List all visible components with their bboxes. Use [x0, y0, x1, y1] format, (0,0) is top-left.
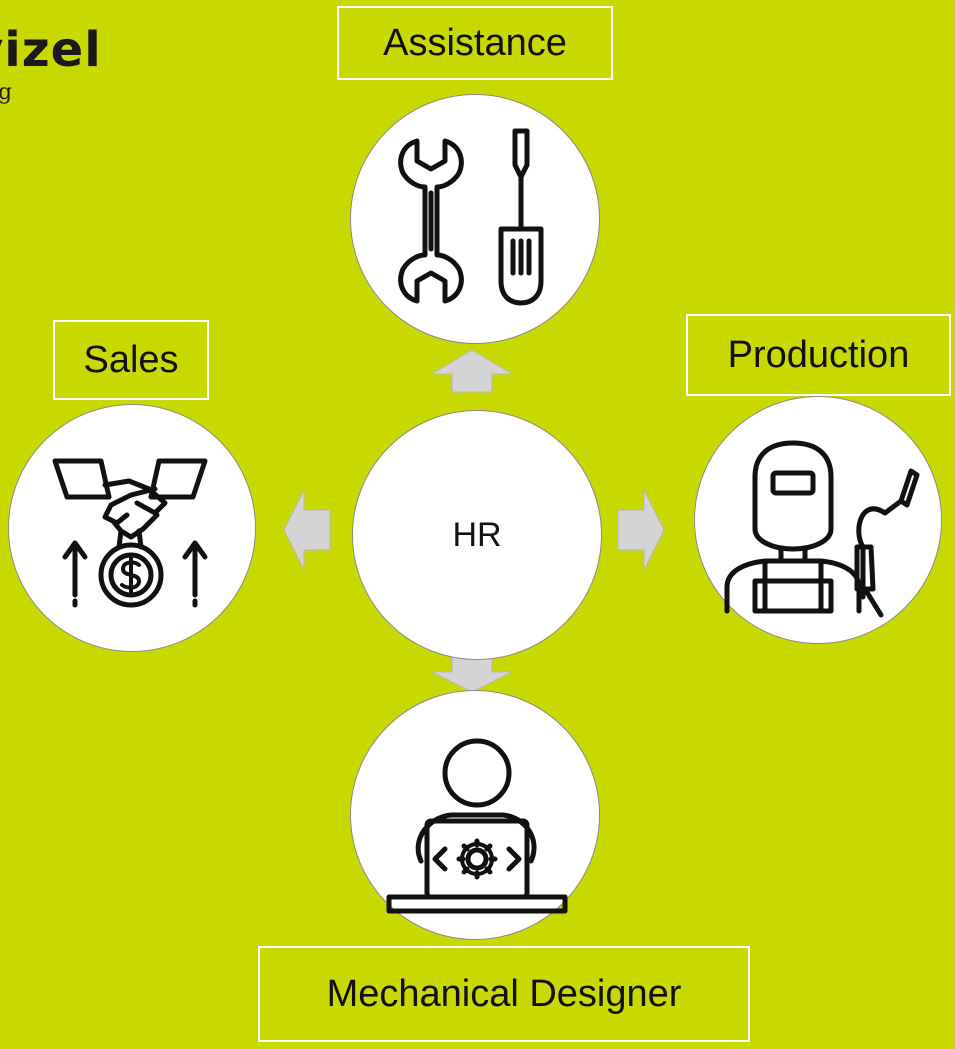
mechanical-designer-label: Mechanical Designer — [258, 946, 750, 1042]
hr-label: HR — [452, 515, 502, 554]
sales-node — [8, 404, 256, 652]
logo-wordmark: vizel — [0, 22, 102, 78]
assistance-node — [350, 94, 600, 344]
mechanical-designer-node — [350, 690, 600, 940]
sales-label-text: Sales — [83, 338, 179, 381]
welder-icon — [724, 440, 920, 618]
tools-icon — [398, 128, 544, 306]
arrow-down-icon — [431, 655, 513, 693]
logo-tagline: g — [0, 80, 13, 105]
arrow-up-icon — [430, 349, 514, 393]
arrow-left-icon — [283, 489, 331, 571]
production-label: Production — [686, 314, 951, 396]
company-logo: vizel g — [0, 22, 150, 122]
production-node — [694, 396, 942, 644]
hr-center-node: HR — [352, 410, 602, 660]
mechanical-designer-label-text: Mechanical Designer — [326, 972, 682, 1015]
production-label-text: Production — [727, 333, 910, 376]
arrow-right-icon — [617, 489, 665, 571]
sales-label: Sales — [53, 320, 209, 400]
handshake-money-icon — [52, 458, 208, 608]
designer-laptop-icon — [386, 738, 568, 914]
assistance-label: Assistance — [337, 6, 613, 80]
assistance-label-text: Assistance — [383, 21, 567, 64]
